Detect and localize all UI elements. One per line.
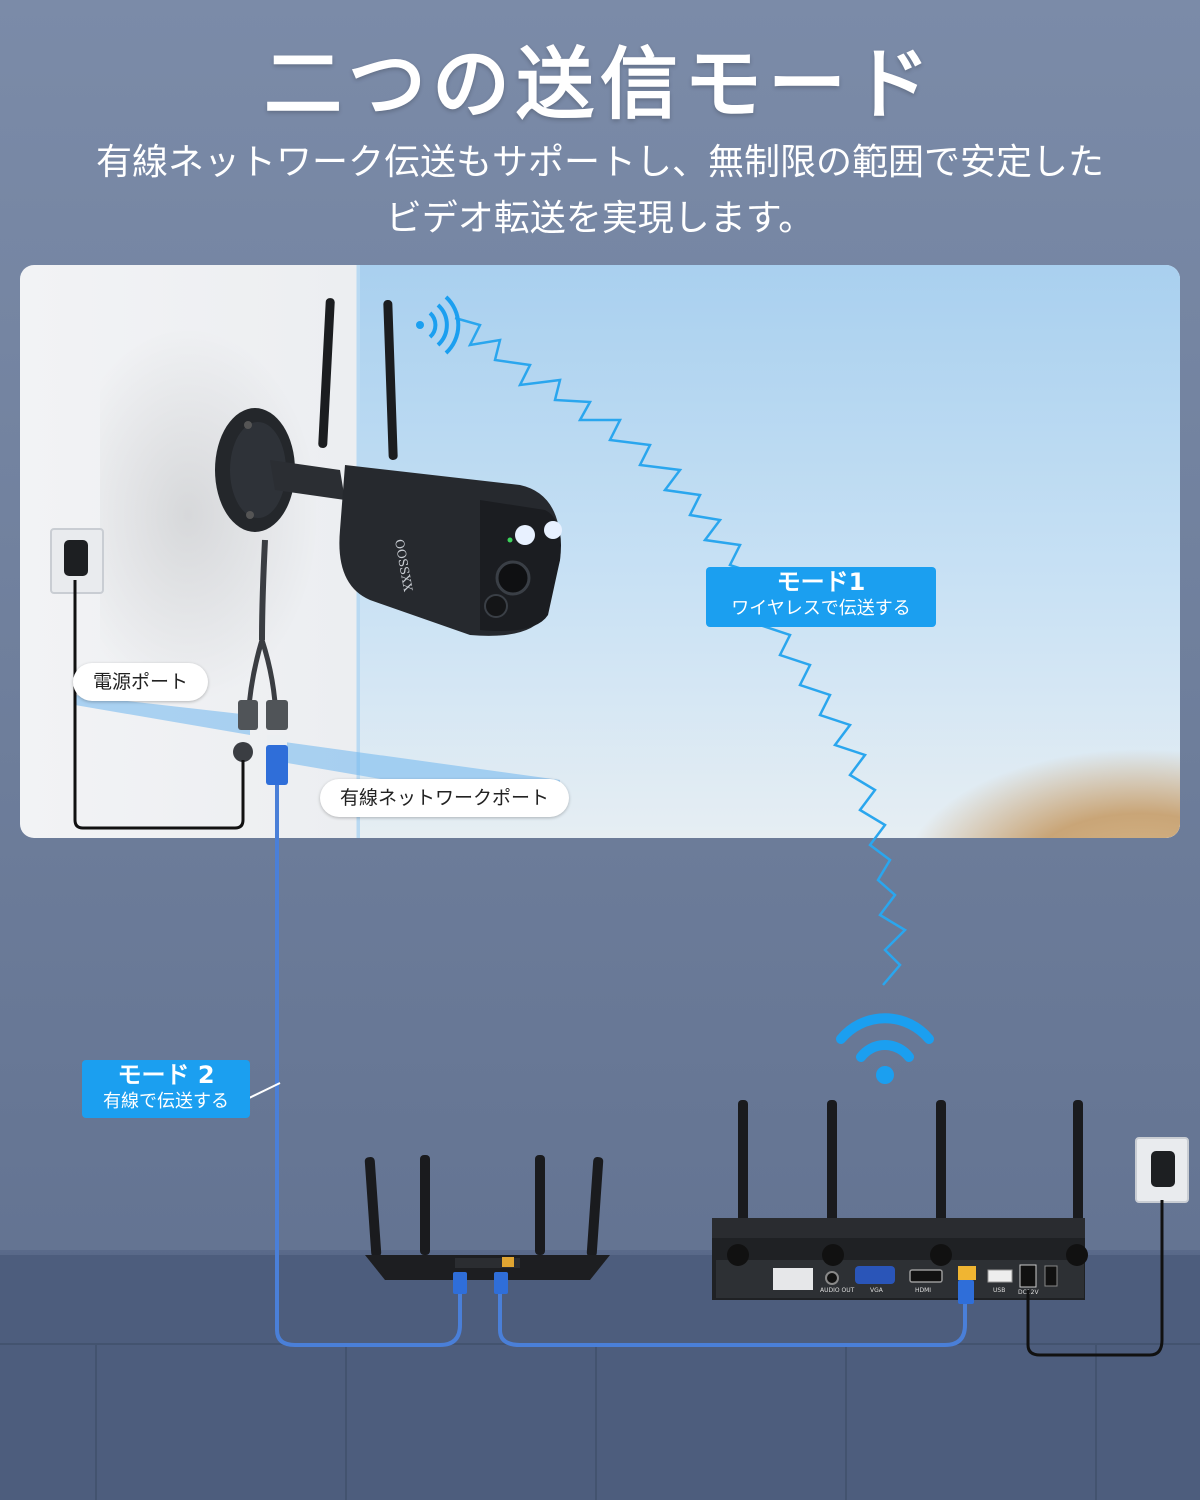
mode1-subtitle: ワイヤレスで伝送する xyxy=(731,598,911,619)
ethernet-cable-camera xyxy=(275,785,462,1347)
ethernet-cable-router-nvr xyxy=(498,1290,967,1347)
label-usb: USB xyxy=(993,1287,1005,1294)
camera-pir-sensor xyxy=(484,594,508,618)
rj45-plug-camera xyxy=(266,745,288,785)
router-antenna-4 xyxy=(586,1157,604,1257)
nvr-antenna-2 xyxy=(827,1100,837,1250)
shelf-seam xyxy=(345,1345,347,1500)
shelf-seam xyxy=(1095,1345,1097,1500)
rj45-plug-nvr xyxy=(958,1280,974,1304)
nvr-power-cable xyxy=(1026,1200,1164,1357)
network-port-connector xyxy=(266,700,288,730)
camera-antenna-1 xyxy=(318,298,335,448)
wall-socket-left xyxy=(50,528,104,594)
hdmi-port xyxy=(909,1269,943,1283)
wireless-signal-path xyxy=(454,316,908,986)
camera-led-1 xyxy=(515,525,535,545)
audio-out-port xyxy=(825,1271,839,1285)
label-hdmi: HDMI xyxy=(915,1287,931,1294)
label-vga: VGA xyxy=(870,1287,884,1294)
network-port-callout: 有線ネットワークポート xyxy=(320,779,570,817)
router-antenna-2 xyxy=(420,1155,430,1255)
camera-antenna-2 xyxy=(383,300,398,460)
power-switch xyxy=(1044,1265,1058,1287)
shelf-seam xyxy=(845,1345,847,1500)
nvr-antenna-3 xyxy=(936,1100,946,1250)
mode2-subtitle: 有線で伝送する xyxy=(103,1091,229,1112)
nvr-antenna-4 xyxy=(1073,1100,1083,1250)
roof-detail xyxy=(900,748,1180,838)
wifi-icon-nvr xyxy=(836,1013,934,1084)
label-audio-out: AUDIO OUT xyxy=(820,1287,855,1294)
camera-lens xyxy=(495,560,531,596)
camera-led-2 xyxy=(544,521,562,539)
rj45-plug-router-2 xyxy=(494,1272,508,1294)
power-adapter-plug xyxy=(64,540,88,576)
wall-socket-right xyxy=(1135,1137,1189,1203)
mode2-label: モード 2 有線で伝送する xyxy=(82,1060,250,1118)
subtitle-line-2: ビデオ転送を実現します。 xyxy=(385,198,815,239)
nvr-antenna-1 xyxy=(738,1100,748,1250)
power-port-callout: 電源ポート xyxy=(73,663,209,701)
vga-port xyxy=(855,1266,895,1284)
nvr-power-adapter-plug xyxy=(1151,1151,1175,1187)
mode1-title: モード1 xyxy=(776,568,866,596)
power-port-beam xyxy=(75,695,250,735)
camera-power-cable xyxy=(73,580,245,830)
dc-power-port xyxy=(1019,1264,1037,1288)
router-antenna-1 xyxy=(364,1157,382,1257)
shelf-seam xyxy=(95,1345,97,1500)
nvr-top xyxy=(712,1218,1085,1240)
wall-shadow xyxy=(100,325,320,705)
rj45-plug-router-1 xyxy=(453,1272,467,1294)
mode2-title: モード 2 xyxy=(117,1061,215,1089)
page-title: 二つの送信モード xyxy=(263,40,936,130)
page-subtitle: 有線ネットワーク伝送もサポートし、無制限の範囲で安定した ビデオ転送を実現します… xyxy=(40,135,1160,247)
nvr-lan-port xyxy=(958,1266,976,1280)
shelf-seam xyxy=(595,1345,597,1500)
router-antenna-3 xyxy=(535,1155,545,1255)
mode1-label: モード1 ワイヤレスで伝送する xyxy=(706,567,936,627)
usb-port xyxy=(987,1269,1013,1283)
power-port-connector xyxy=(238,700,258,730)
subtitle-line-1: 有線ネットワーク伝送もサポートし、無制限の範囲で安定した xyxy=(95,142,1104,183)
wifi-signal-icon-camera xyxy=(416,295,461,355)
camera-arm xyxy=(270,460,345,500)
